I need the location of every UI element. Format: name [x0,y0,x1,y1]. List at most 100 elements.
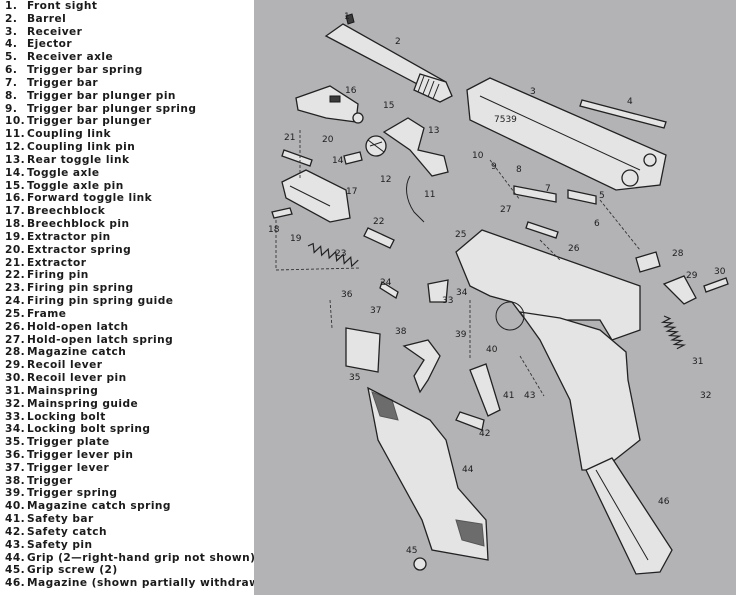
breechblock [281,169,351,223]
legend-label: Magazine (shown partially withdrawn) [27,577,273,590]
callout-15: 15 [383,101,394,111]
legend-item: 10.Trigger bar plunger [5,115,254,128]
callout-8: 8 [516,165,522,175]
grip [367,386,489,561]
legend-label: Coupling link pin [27,141,136,154]
legend-item: 27.Hold-open latch spring [5,334,254,347]
legend-label: Extractor [27,256,87,269]
legend-number: 25. [5,307,26,320]
legend-item: 2.Barrel [5,13,254,26]
legend-label: Extractor pin [27,230,111,243]
callout-34: 34 [456,288,468,298]
legend-number: 42. [5,525,26,538]
legend-number: 4. [5,38,18,51]
callout-3: 3 [530,87,536,97]
legend-item: 3. Receiver [5,26,254,39]
legend-number: 30. [5,372,26,385]
legend-item: 43.Safety pin [5,539,254,552]
legend-label: Trigger lever [27,461,110,474]
legend-item: 4.Ejector [5,38,254,51]
trigger-plate [345,327,381,373]
legend-label: Recoil lever pin [27,372,127,385]
legend-label: Receiver axle [27,51,114,64]
legend-number: 5. [5,51,18,64]
callout-36: 36 [341,290,353,300]
legend-item: 33.Locking bolt [5,411,254,424]
frame [455,229,641,471]
legend-number: 10. [5,115,26,128]
legend-item: 14.Toggle axle [5,167,254,180]
safety-bar [469,363,501,417]
legend-label: Trigger spring [27,487,118,500]
receiver: 7539 [466,77,667,191]
callout-30: 30 [714,267,726,277]
mainspring [660,315,687,350]
legend-number: 34. [5,423,26,436]
callout-25: 25 [455,230,466,240]
legend-item: 34.Locking bolt spring [5,423,254,436]
legend-label: Rear toggle link [27,153,130,166]
assembly-lines [275,130,641,397]
callout-16: 16 [345,86,357,96]
legend-label: Safety bar [27,513,94,526]
legend-label: Receiver [27,25,83,38]
legend-number: 9. [5,102,18,115]
callout-24: 24 [380,278,392,288]
legend-number: 16. [5,192,26,205]
legend-item: 38.Trigger [5,475,254,488]
legend-number: 22. [5,269,26,282]
legend-label: Safety pin [27,538,93,551]
callout-1: 1 [344,12,350,22]
legend-number: 43. [5,538,26,551]
legend-number: 29. [5,359,26,372]
legend-label: Extractor spring [27,243,132,256]
legend-item: 31.Mainspring [5,385,254,398]
legend-number: 3. [5,25,18,38]
barrel [324,13,453,103]
grip-screw [413,557,427,571]
legend-item: 29.Recoil lever [5,359,254,372]
legend-number: 35. [5,436,26,449]
callout-45: 45 [406,546,417,556]
legend-number: 7. [5,76,18,89]
legend-item: 5. Receiver axle [5,51,254,64]
legend-label: Hold-open latch spring [27,333,174,346]
legend-item: 39.Trigger spring [5,487,254,500]
callout-31: 31 [692,357,703,367]
legend-item: 7.Trigger bar [5,77,254,90]
legend-item: 46.Magazine (shown partially withdrawn) [5,577,272,590]
legend-label: Trigger bar plunger [27,115,152,128]
legend-number: 17. [5,205,26,218]
callout-20: 20 [322,135,334,145]
callout-5: 5 [599,191,605,201]
callout-10: 10 [472,151,484,161]
exploded-view-drawing: 7539 [254,0,736,595]
legend-number: 1. [5,0,18,12]
legend-item: 11.Coupling link [5,128,254,141]
legend-label: Grip (2—right-hand grip not shown) [27,551,256,564]
legend-item: 18.Breechblock pin [5,218,254,231]
callout-35: 35 [349,373,360,383]
legend-label: Magazine catch [27,346,127,359]
legend-item: 32.Mainspring guide [5,398,254,411]
legend-item: 17.Breechblock [5,205,254,218]
callout-39: 39 [455,330,467,340]
legend-item: 25.Frame [5,308,254,321]
legend-number: 11. [5,128,26,141]
callout-32: 32 [700,391,711,401]
legend-number: 32. [5,397,26,410]
legend-item: 19.Extractor pin [5,231,254,244]
legend-number: 12. [5,141,26,154]
legend-label: Trigger bar plunger pin [27,89,176,102]
legend-label: Magazine catch spring [27,500,171,513]
legend-number: 2. [5,12,18,25]
callout-41: 41 [503,391,514,401]
legend-label: Trigger lever pin [27,448,134,461]
legend-item: 30.Recoil lever pin [5,372,254,385]
legend-label: Locking bolt [27,410,106,423]
legend-item: 22.Firing pin [5,269,254,282]
callout-11: 11 [424,190,435,200]
legend-label: Breechblock pin [27,218,130,231]
legend-label: Trigger bar spring [27,64,143,77]
